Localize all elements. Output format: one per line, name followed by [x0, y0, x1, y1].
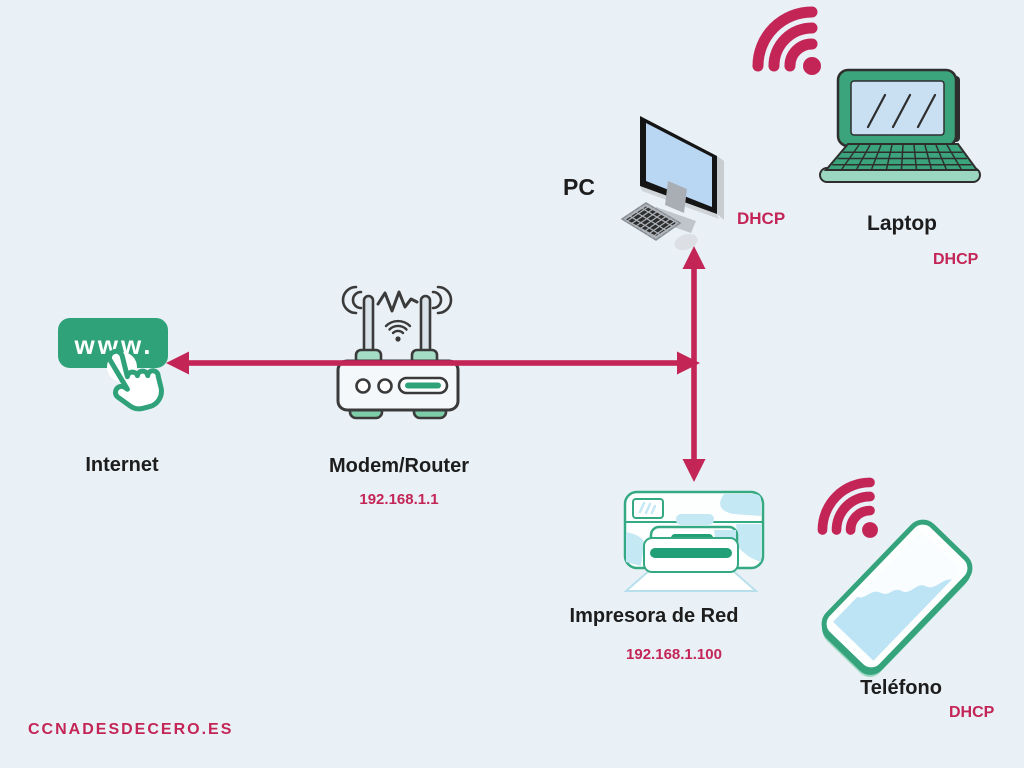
hand-cursor-icon [106, 348, 164, 412]
router-label: Modem/Router [329, 455, 469, 477]
printer-label: Impresora de Red [569, 605, 739, 627]
arrowhead-down [682, 459, 706, 482]
router-led [377, 378, 393, 394]
mouse-icon [674, 233, 698, 251]
laptop-keyboard-grid [832, 144, 972, 170]
pc-label: PC [563, 174, 595, 200]
link-lan-trunk-line [691, 264, 697, 464]
laptop-screen [850, 80, 945, 136]
link-internet-router-line [184, 360, 680, 366]
router-ip: 192.168.1.1 [359, 491, 439, 508]
monitor-stand [665, 181, 687, 213]
signal-arc-right [436, 285, 453, 315]
printer-icon [623, 490, 765, 592]
smartphone-icon [821, 519, 973, 677]
arrowhead-right [677, 351, 700, 375]
laptop-label: Laptop [867, 212, 937, 235]
laptop-icon [819, 68, 981, 183]
desktop-computer-icon [620, 116, 724, 251]
wireless-router-icon [336, 285, 460, 420]
printer-ip: 192.168.1.100 [626, 646, 722, 663]
phone-dhcp-badge: DHCP [949, 704, 995, 721]
arrowhead-up [682, 246, 706, 269]
pulse-line [376, 290, 419, 313]
signal-arc-left [341, 285, 358, 315]
router-wifi-waves [384, 319, 412, 342]
monitor-screen [646, 123, 712, 207]
network-link-arrows [166, 246, 706, 482]
antenna-right [419, 294, 432, 358]
pc-dhcp-badge: DHCP [737, 209, 786, 228]
phone-speaker-dot [942, 544, 948, 549]
wifi-signal-icon [752, 6, 821, 75]
keyboard-icon [620, 202, 682, 241]
router-led [355, 378, 371, 394]
site-watermark: CCNADESDECERO.ES [28, 721, 234, 738]
arrowhead-left [166, 351, 189, 375]
wifi-signal-icon [817, 477, 878, 538]
printer-paper [623, 569, 759, 592]
internet-label: Internet [85, 454, 159, 476]
antenna-left [362, 294, 375, 358]
laptop-dhcp-badge: DHCP [933, 251, 979, 268]
phone-label: Teléfono [860, 677, 942, 699]
